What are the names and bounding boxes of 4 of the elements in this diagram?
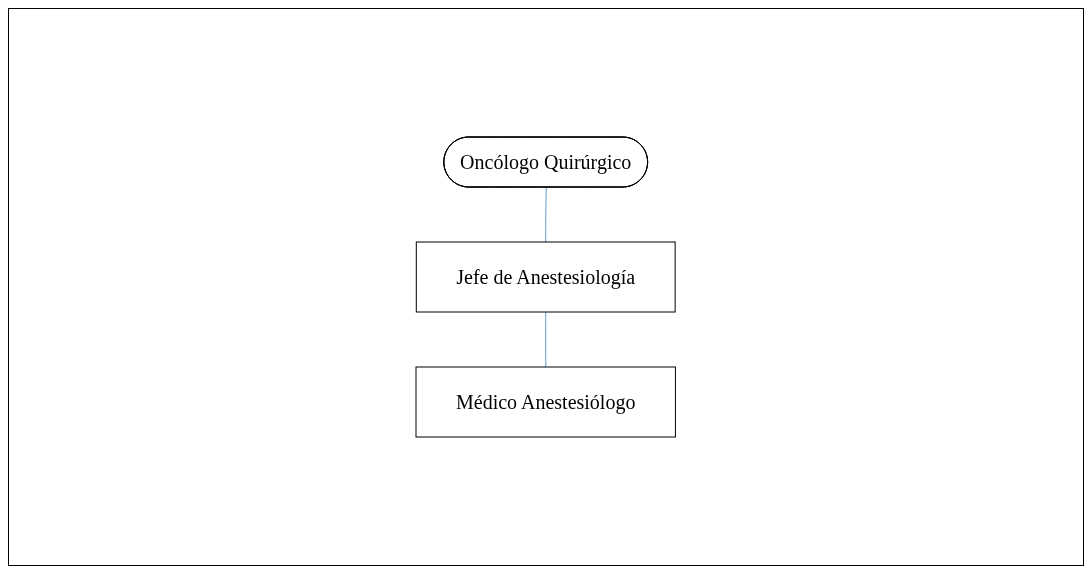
- connector: [545, 311, 547, 368]
- node-box: Jefe de Anestesiología: [416, 241, 676, 313]
- node-box: Médico Anestesiólogo: [415, 366, 677, 438]
- connector: [545, 187, 547, 243]
